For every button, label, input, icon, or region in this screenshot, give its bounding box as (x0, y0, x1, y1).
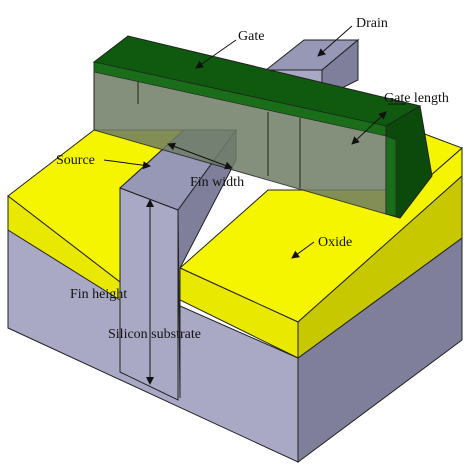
oxide-label: Oxide (318, 235, 352, 250)
source-label: Source (56, 153, 95, 168)
gate-pointer-arrow (195, 39, 237, 69)
gate-label: Gate (238, 29, 264, 44)
drain-pointer-arrow (317, 25, 353, 57)
gate-front-edge (385, 135, 397, 217)
drain-label: Drain (356, 16, 388, 31)
fin-front (119, 187, 179, 401)
gate-length-label: Gate length (384, 91, 449, 106)
fin-height-label: Fin height (70, 287, 127, 302)
source-pointer-arrow (103, 159, 151, 170)
silicon-substrate-label: Silicon substrate (108, 327, 201, 342)
gate-length-arrow (351, 111, 387, 145)
oxide-right-side (297, 174, 463, 359)
fin-width-label: Fin width (190, 175, 244, 190)
fin-width-arrow (167, 142, 233, 170)
oxide-pointer-arrow (291, 241, 315, 259)
